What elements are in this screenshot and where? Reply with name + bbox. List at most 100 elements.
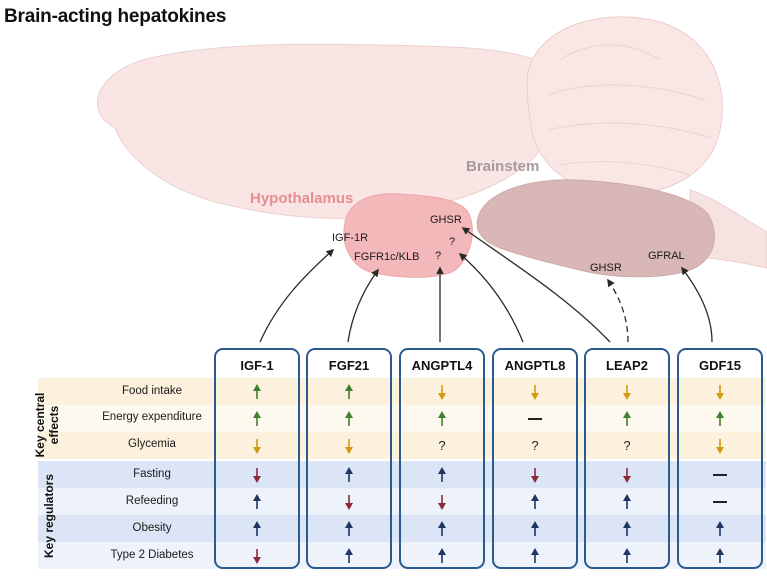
band-food-intake (38, 378, 766, 405)
unknown-mark: ? (531, 438, 539, 453)
hypothalamus-label: Hypothalamus (250, 190, 353, 207)
hypothalamus-shape (343, 193, 473, 278)
cell-gdf15-food-intake (679, 378, 761, 405)
arrow-up-icon (438, 466, 446, 482)
cell-fgf21-glycemia (308, 432, 390, 459)
row-label-type2-diabetes: Type 2 Diabetes (110, 549, 194, 561)
receptor-ghsr-brainstem: GHSR (590, 262, 622, 274)
arrow-down-icon (531, 467, 539, 483)
column-box-gdf15 (677, 348, 763, 569)
cell-igf1-glycemia (216, 432, 298, 459)
cell-gdf15-refeeding (679, 488, 761, 515)
column-box-leap2 (584, 348, 670, 569)
arrow-down-icon (345, 494, 353, 510)
cell-angptl4-food-intake (401, 378, 483, 405)
row-label-fasting: Fasting (133, 468, 171, 480)
arrow-down-icon (345, 438, 353, 454)
row-label-glycemia: Glycemia (128, 438, 176, 450)
arrow-down-icon (716, 438, 724, 454)
cell-fgf21-type2-diabetes (308, 542, 390, 569)
arrow-down-icon (623, 384, 631, 400)
cell-fgf21-refeeding (308, 488, 390, 515)
cell-leap2-fasting (586, 461, 668, 488)
cell-gdf15-type2-diabetes (679, 542, 761, 569)
cell-angptl8-type2-diabetes (494, 542, 576, 569)
cell-leap2-type2-diabetes (586, 542, 668, 569)
cell-igf1-obesity (216, 515, 298, 542)
cell-igf1-fasting (216, 461, 298, 488)
receptor-fgfr1c-klb: FGFR1c/KLB (354, 251, 419, 263)
brainstem-label: Brainstem (466, 158, 539, 175)
arrow-down-icon (623, 467, 631, 483)
unknown-mark: ? (623, 438, 631, 453)
cell-igf1-refeeding (216, 488, 298, 515)
arrow-down-icon (716, 384, 724, 400)
arrow-gdf15 (681, 266, 713, 343)
arrow-up-icon (531, 493, 539, 509)
arrow-up-icon (345, 547, 353, 563)
arrow-up-icon (345, 383, 353, 399)
arrow-up-icon (253, 383, 261, 399)
arrow-up-icon (531, 520, 539, 536)
receptor-gfral: GFRAL (648, 250, 685, 262)
band-obesity (38, 515, 766, 542)
cell-angptl4-type2-diabetes (401, 542, 483, 569)
cell-igf1-energy-expenditure (216, 405, 298, 432)
receptor-unknown-2: ? (435, 250, 441, 262)
no-change-dash (713, 500, 727, 503)
cell-gdf15-energy-expenditure (679, 405, 761, 432)
band-glycemia (38, 432, 766, 459)
arrow-down-icon (438, 384, 446, 400)
arrow-down-icon (253, 467, 261, 483)
cell-angptl8-food-intake (494, 378, 576, 405)
arrow-down-icon (253, 438, 261, 454)
arrow-up-icon (253, 493, 261, 509)
no-change-dash (713, 473, 727, 476)
row-label-obesity: Obesity (132, 522, 172, 534)
cell-angptl4-fasting (401, 461, 483, 488)
cell-angptl8-refeeding (494, 488, 576, 515)
arrow-up-icon (438, 410, 446, 426)
arrow-up-icon (438, 520, 446, 536)
cell-angptl8-glycemia: ? (494, 432, 576, 459)
arrow-leap2-brainstem (607, 278, 629, 343)
cell-gdf15-fasting (679, 461, 761, 488)
arrow-up-icon (438, 547, 446, 563)
unknown-mark: ? (438, 438, 446, 453)
cell-leap2-glycemia: ? (586, 432, 668, 459)
arrow-up-icon (345, 410, 353, 426)
row-label-energy-expenditure: Energy expenditure (102, 411, 202, 423)
cell-leap2-refeeding (586, 488, 668, 515)
cell-fgf21-food-intake (308, 378, 390, 405)
row-label-refeeding: Refeeding (125, 495, 179, 507)
arrow-up-icon (716, 410, 724, 426)
arrow-up-icon (253, 520, 261, 536)
arrow-up-icon (623, 493, 631, 509)
group-label-regulators: Key regulators (42, 473, 56, 559)
band-energy-expenditure (38, 405, 766, 432)
arrow-up-icon (345, 466, 353, 482)
receptor-ghsr-hypothalamus: GHSR (430, 214, 462, 226)
column-header-leap2: LEAP2 (606, 358, 648, 373)
arrow-up-icon (623, 410, 631, 426)
cell-fgf21-energy-expenditure (308, 405, 390, 432)
cell-igf1-type2-diabetes (216, 542, 298, 569)
arrow-angptl8 (458, 252, 524, 343)
arrow-fgf21 (347, 268, 379, 343)
arrow-igf1 (259, 248, 335, 343)
cell-leap2-food-intake (586, 378, 668, 405)
cell-gdf15-glycemia (679, 432, 761, 459)
receptor-igf1r: IGF-1R (332, 232, 368, 244)
cerebellum-shape (526, 16, 723, 196)
arrow-up-icon (623, 520, 631, 536)
cell-angptl4-energy-expenditure (401, 405, 483, 432)
cell-leap2-obesity (586, 515, 668, 542)
column-header-gdf15: GDF15 (699, 358, 741, 373)
column-box-angptl8 (492, 348, 578, 569)
no-change-dash (528, 417, 542, 420)
arrow-up-icon (716, 547, 724, 563)
cell-angptl4-obesity (401, 515, 483, 542)
cell-angptl4-glycemia: ? (401, 432, 483, 459)
brainstem-shape (476, 179, 715, 278)
